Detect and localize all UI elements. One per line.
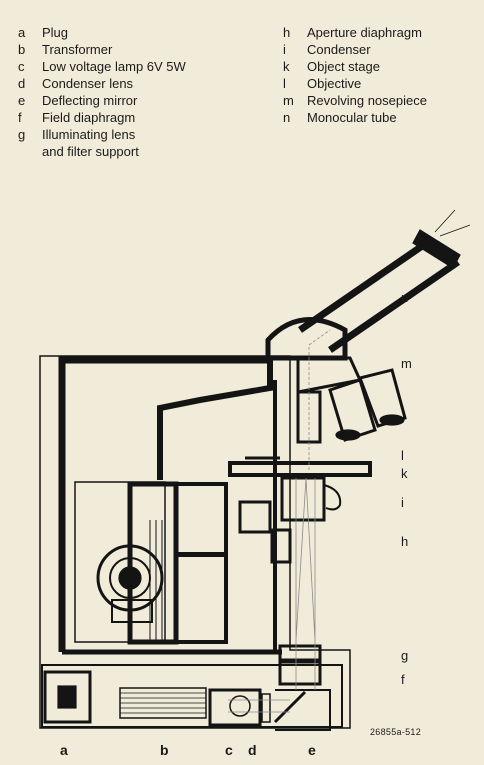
- tube-eyepiece-cap: [412, 229, 461, 269]
- object-stage: [228, 461, 372, 477]
- objective-tilted-1: [328, 378, 377, 442]
- legend-item-a: a Plug: [18, 24, 186, 41]
- deflecting-mirror: [273, 690, 307, 724]
- objective-tilted-2: [358, 368, 407, 428]
- legend-key: f: [18, 110, 22, 125]
- condenser-body: [280, 476, 326, 522]
- legend-text: Condenser: [307, 42, 371, 57]
- coarse-focus-box: [174, 482, 228, 556]
- callout-h: h: [401, 534, 409, 549]
- legend-text: Object stage: [307, 59, 380, 74]
- legend-text: Monocular tube: [307, 110, 397, 125]
- callout-k: k: [401, 466, 408, 481]
- legend-key: g: [18, 127, 26, 142]
- legend-key: h: [283, 25, 291, 40]
- legend-item-e: e Deflecting mirror: [18, 92, 186, 109]
- callout-m: m: [401, 356, 412, 371]
- legend-text: Field diaphragm: [42, 110, 136, 125]
- gear-stack: [111, 599, 153, 623]
- transformer-windings: [120, 692, 206, 714]
- focus-housing-right: [174, 553, 228, 644]
- legend-text: Deflecting mirror: [42, 93, 138, 108]
- legend-text: Revolving nosepiece: [307, 93, 427, 108]
- legend-text: Illuminating lens: [42, 127, 136, 142]
- illuminating-lens: [278, 644, 322, 662]
- legend-item-g-continuation: and filter support: [42, 144, 139, 159]
- legend-item-g: g Illuminating lens: [18, 126, 186, 143]
- revolving-nosepiece: [296, 356, 363, 394]
- legend-left: a Plug b Transformer c Low voltage lamp 6V …: [18, 24, 186, 160]
- legend-item-h: h Aperture diaphragm: [283, 24, 427, 41]
- bottom-label-a: a: [60, 742, 68, 758]
- bottom-label-b: b: [160, 742, 169, 758]
- legend-item-f: f Field diaphragm: [18, 109, 186, 126]
- legend-key: c: [18, 59, 25, 74]
- stand-wall-diagonal: [157, 360, 273, 480]
- condenser-knob: [323, 484, 342, 511]
- legend-item-b: b Transformer: [18, 41, 186, 58]
- legend-item-k: k Object stage: [283, 58, 427, 75]
- lamp-housing: [208, 688, 262, 727]
- legend-key: i: [283, 42, 286, 57]
- legend-item-d: d Condenser lens: [18, 75, 186, 92]
- plug-housing: [43, 670, 92, 724]
- legend-item-n: n Monocular tube: [283, 109, 427, 126]
- bottom-label-c: c: [225, 742, 233, 758]
- callout-f: f: [401, 672, 405, 687]
- legend-key: l: [283, 76, 286, 91]
- legend-item-c: c Low voltage lamp 6V 5W: [18, 58, 186, 75]
- base-housing: [41, 664, 343, 728]
- legend-key: k: [283, 59, 290, 74]
- mirror-housing: [275, 689, 331, 731]
- eyepiece-wires: [434, 209, 471, 237]
- legend-text: Objective: [307, 76, 362, 91]
- aperture-diaphragm: [270, 528, 292, 564]
- field-diaphragm: [278, 660, 322, 686]
- objective-lens-1: [335, 429, 361, 441]
- legend-item-m: m Revolving nosepiece: [283, 92, 427, 109]
- callout-l: l: [401, 448, 404, 463]
- legend-text: Aperture diaphragm: [307, 25, 422, 40]
- gear-teeth: [149, 520, 163, 640]
- callout-g: g: [401, 648, 409, 663]
- focus-wheel-core: [118, 566, 142, 590]
- legend-text: Low voltage lamp 6V 5W: [42, 59, 186, 74]
- legend-text: Plug: [42, 25, 69, 40]
- objective-lens-2: [379, 414, 405, 426]
- lamp-bulb: [229, 695, 251, 717]
- callout-n: n·: [401, 290, 413, 305]
- inner-housing: [74, 481, 166, 643]
- monocular-tube-lower: [298, 239, 430, 333]
- legend-key: d: [18, 76, 26, 91]
- condenser-drive: [238, 500, 272, 534]
- legend-item-i: i Condenser: [283, 41, 427, 58]
- legend-key: a: [18, 25, 26, 40]
- legend-right: h Aperture diaphragm i Condenser k Object s…: [283, 24, 427, 126]
- reference-number: 26855a-512: [370, 727, 422, 737]
- legend-item-l: l Objective: [283, 75, 427, 92]
- legend-text: Transformer: [42, 42, 113, 57]
- callout-i: i: [401, 495, 404, 510]
- plug-socket: [57, 685, 77, 709]
- monocular-tube-upper: [328, 259, 460, 353]
- legend-key: n: [283, 110, 291, 125]
- collector-lens: [261, 693, 271, 723]
- light-path-optical-axis: [308, 329, 331, 470]
- light-path-horizontal: [228, 699, 290, 713]
- light-path-cone: [295, 477, 316, 690]
- legend-key: e: [18, 93, 26, 108]
- bottom-label-d: d: [248, 742, 257, 758]
- legend-key: m: [283, 93, 294, 108]
- legend-key: b: [18, 42, 26, 57]
- legend-text: Condenser lens: [42, 76, 134, 91]
- bottom-label-e: e: [308, 742, 316, 758]
